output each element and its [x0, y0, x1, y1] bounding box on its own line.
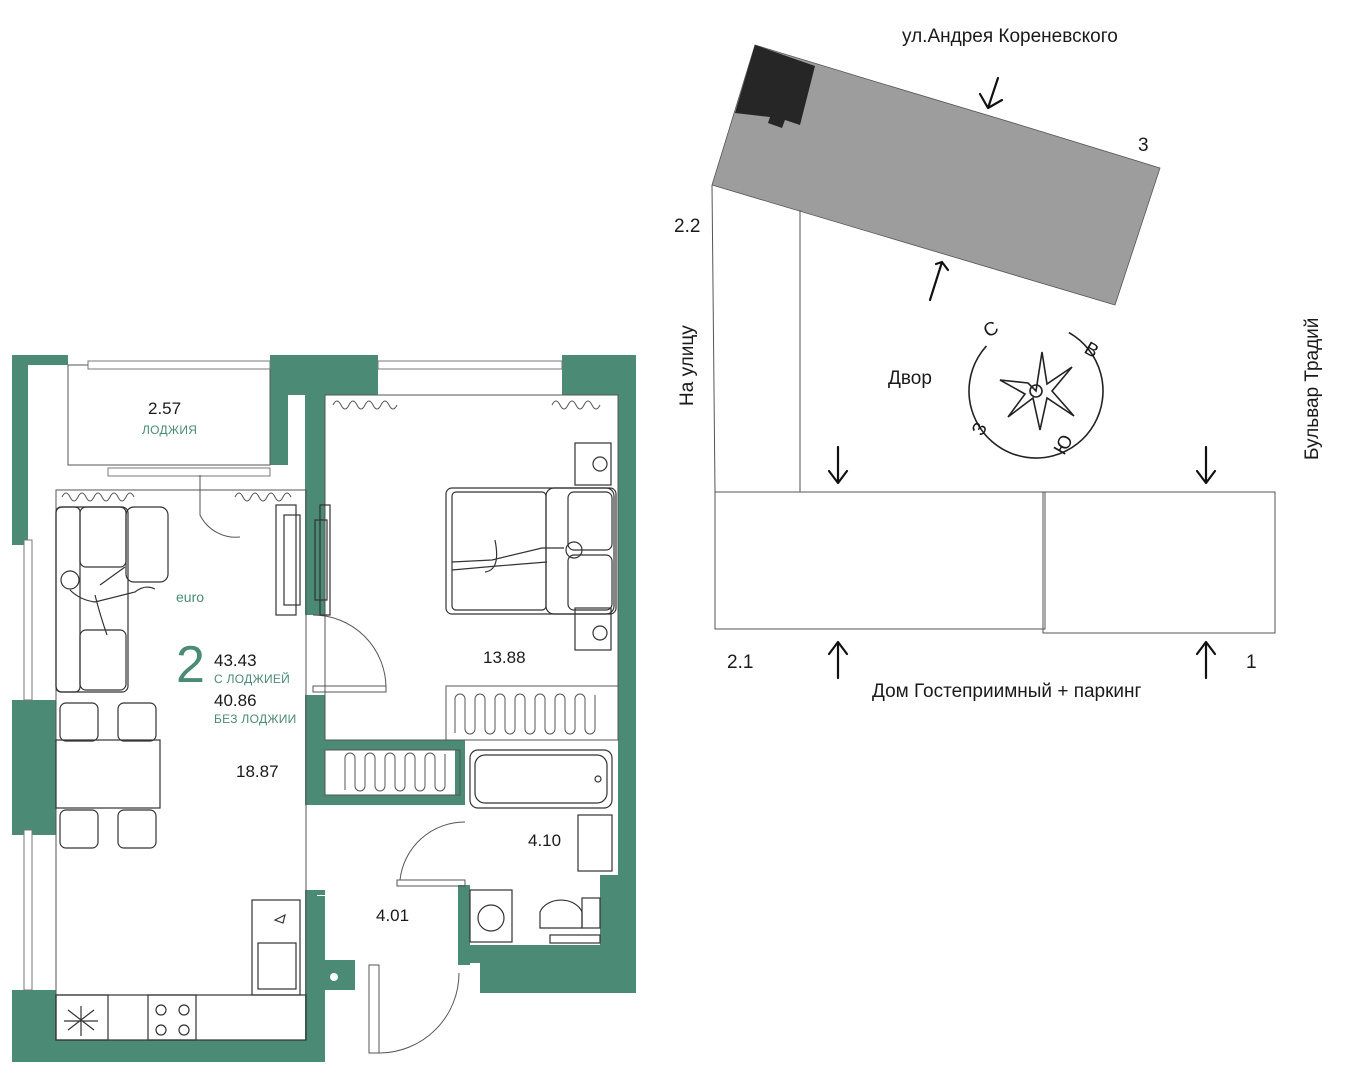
compass-south: Ю [1050, 431, 1078, 458]
floor-plan: 2.57 ЛОДЖИЯ euro 2 43.43 С ЛОДЖИЕЙ 40.86… [12, 355, 636, 1062]
building-section-dark [735, 45, 815, 128]
compass-west: З [968, 419, 992, 439]
building-2-2-label: 2.2 [674, 216, 700, 237]
windows [23, 360, 563, 991]
apartment-class: euro [176, 589, 204, 605]
street-left: На улицу [677, 325, 698, 406]
building-2-1 [714, 491, 1046, 630]
compass-rose: С В Ю З [968, 317, 1104, 459]
bed [445, 442, 617, 651]
bedroom-area: 13.88 [483, 648, 526, 667]
doors [199, 475, 466, 1054]
street-bottom: Дом Гостеприимный + паркинг [872, 681, 1142, 702]
building-3-label: 3 [1138, 135, 1149, 156]
building-2-1-label: 2.1 [727, 652, 753, 673]
loggia-label: ЛОДЖИЯ [142, 423, 197, 437]
sofa [55, 506, 169, 693]
building-1 [1042, 491, 1276, 634]
compass-east: В [1081, 338, 1102, 363]
entrance-arrows [827, 76, 1217, 680]
living-area: 18.87 [236, 762, 279, 781]
hallway-area: 4.01 [376, 906, 409, 925]
radiators [61, 400, 619, 796]
building-2-2 [711, 184, 801, 493]
room-count: 2 [176, 636, 205, 694]
tv-units [275, 504, 331, 616]
street-top: ул.Андрея Кореневского [902, 26, 1118, 47]
site-plan: С В Ю З ул.Андрея Кореневского 3 2.2 На … [674, 26, 1323, 702]
street-right: Бульвар Традий [1302, 318, 1323, 460]
building-1-label: 1 [1246, 652, 1257, 673]
area-with-loggia: 43.43 [214, 651, 257, 670]
bathroom-fixtures [469, 749, 613, 944]
bathroom-area: 4.10 [528, 831, 561, 850]
dining-table [55, 702, 161, 849]
loggia-area: 2.57 [148, 399, 181, 418]
with-loggia-label: С ЛОДЖИЕЙ [214, 671, 290, 686]
compass-north: С [980, 317, 1002, 342]
yard-label: Двор [888, 368, 932, 389]
without-loggia-label: БЕЗ ЛОДЖИИ [214, 712, 297, 726]
area-without-loggia: 40.86 [214, 691, 257, 710]
kitchen [55, 899, 307, 1041]
